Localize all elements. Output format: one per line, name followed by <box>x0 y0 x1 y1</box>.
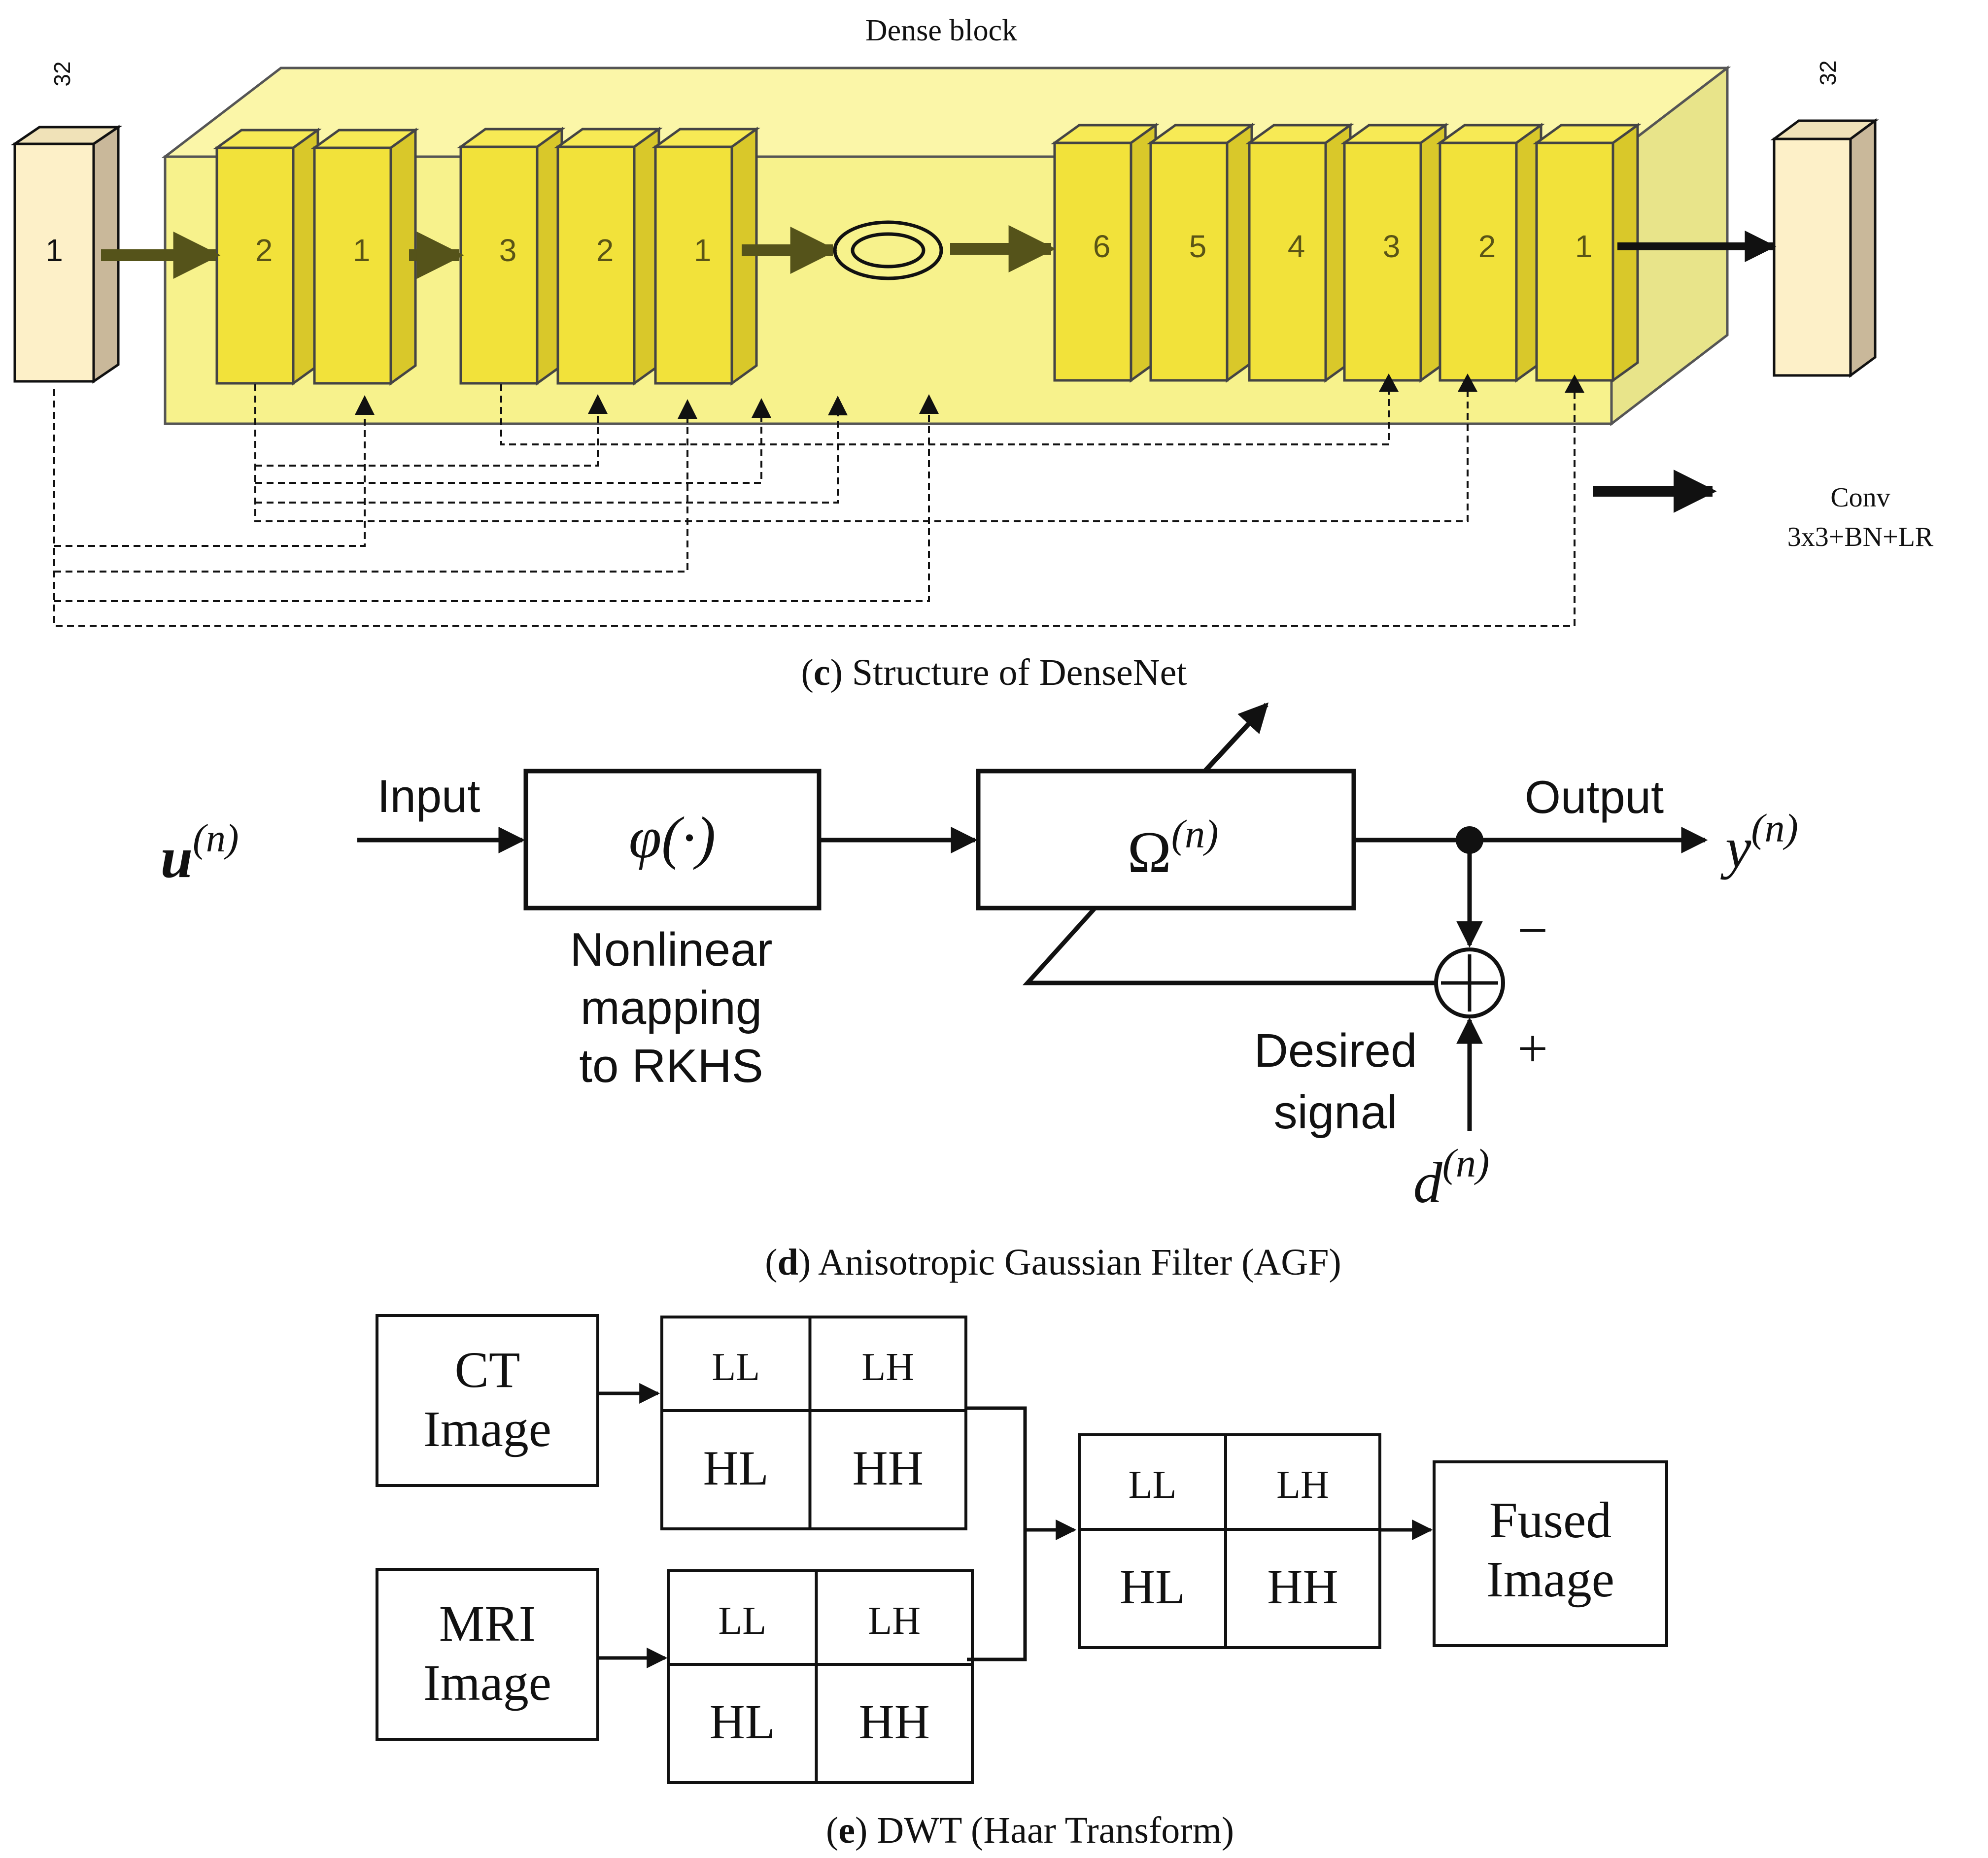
output-tensor: 32 <box>1770 60 1879 378</box>
subband-label: LL <box>1129 1463 1177 1507</box>
plus-sign: + <box>1517 1018 1548 1079</box>
subband-label: HH <box>859 1694 930 1749</box>
input-channels-label: 32 <box>49 61 75 86</box>
mri-image-box <box>376 1568 599 1741</box>
mapping-line-1: Nonlinear <box>570 923 773 976</box>
ct-image-box <box>376 1314 599 1487</box>
subband-label: LL <box>718 1599 766 1643</box>
ct-merge-line <box>967 1406 1027 1661</box>
ct-line-2: Image <box>423 1401 551 1457</box>
dwt-arrows <box>598 1383 1433 1668</box>
subband-label: HL <box>703 1441 769 1495</box>
conv-legend: Conv 3x3+BN+LR <box>1593 470 1934 552</box>
dense-layer-3-3: 4 <box>1245 123 1354 383</box>
input-label: Input <box>377 770 480 822</box>
dense-layers: 2 1 3 2 1 6 5 4 3 2 1 <box>213 123 1642 386</box>
mapping-line-3: to RKHS <box>579 1040 763 1092</box>
subband-label: HH <box>853 1441 924 1495</box>
skip-connection-arrowheads <box>355 373 1584 419</box>
phi-label: φ(·) <box>629 805 716 870</box>
dense-skip-connections <box>53 384 1576 627</box>
dense-layer-3-2: 5 <box>1147 123 1256 383</box>
output-channels-label: 32 <box>1815 60 1841 85</box>
subband-label: LH <box>1276 1463 1329 1507</box>
dense-layer-label: 1 <box>353 233 371 268</box>
mri-line-1: MRI <box>439 1595 536 1652</box>
output-label: Output <box>1525 771 1664 823</box>
caption-d: (d) Anisotropic Gaussian Filter (AGF) <box>765 1242 1341 1283</box>
caption-c: (c) Structure of DenseNet <box>801 652 1187 693</box>
dense-layer-2-2: 2 <box>554 127 663 386</box>
dense-layer-label: 3 <box>1383 229 1401 264</box>
output-variable: y(n) <box>1720 806 1798 880</box>
dense-layer-3-5: 2 <box>1436 123 1545 383</box>
desired-variable: d(n) <box>1413 1141 1490 1215</box>
ct-subbands: LL LH HL HH <box>660 1316 967 1530</box>
dense-layer-label: 1 <box>694 233 712 268</box>
error-feedback-line <box>1022 906 1436 985</box>
desired-line-2: signal <box>1274 1086 1398 1139</box>
mri-subbands: LL LH HL HH <box>667 1569 974 1784</box>
caption-e: (e) DWT (Haar Transform) <box>826 1810 1234 1851</box>
mri-line-2: Image <box>423 1655 551 1711</box>
ellipsis-icon-inner <box>851 232 925 269</box>
dense-layer-label: 6 <box>1093 229 1111 264</box>
dense-layer-label: 4 <box>1288 229 1305 264</box>
dense-layer-1-2: 1 <box>310 128 419 386</box>
dense-layer-label: 2 <box>1478 229 1496 264</box>
conv-legend-line2: 3x3+BN+LR <box>1787 522 1934 552</box>
fused-line-2: Image <box>1486 1551 1614 1608</box>
fused-line-1: Fused <box>1489 1492 1611 1549</box>
ct-line-1: CT <box>455 1342 520 1398</box>
desired-line-1: Desired <box>1254 1024 1417 1077</box>
dense-layer-label: 2 <box>255 233 273 268</box>
dense-layer-label: 1 <box>1575 229 1593 264</box>
ellipsis-icon <box>833 220 943 280</box>
dense-layer-2-1: 3 <box>457 127 566 386</box>
omega-label: Ω(n) <box>1128 811 1219 885</box>
dense-layer-label: 2 <box>596 233 614 268</box>
subband-label: LL <box>712 1346 760 1389</box>
dense-block-title: Dense block <box>865 14 1017 47</box>
dense-layer-2-3: 1 <box>651 127 760 386</box>
input-tensor: 1 32 <box>10 61 123 384</box>
fused-subbands: LL LH HL HH <box>1078 1433 1381 1649</box>
subband-label: LH <box>868 1599 921 1643</box>
mapping-line-2: mapping <box>581 981 762 1034</box>
subband-label: HL <box>710 1694 775 1749</box>
dense-layer-3-6: 1 <box>1533 123 1642 383</box>
dense-layer-label: 3 <box>499 233 517 268</box>
dense-layer-1-1: 2 <box>213 128 322 386</box>
phi-mapping-box <box>523 769 822 911</box>
panel-d-agf: u(n) Input φ(·) Nonlinear mapping to RKH… <box>161 702 1798 1283</box>
dense-flow-arrows <box>101 220 1777 280</box>
subband-label: LH <box>861 1346 914 1389</box>
omega-filter-box <box>976 769 1356 911</box>
dense-layer-3-1: 6 <box>1051 123 1160 383</box>
dense-layer-label: 5 <box>1189 229 1207 264</box>
dense-layer-3-4: 3 <box>1340 123 1449 383</box>
conv-legend-line1: Conv <box>1830 482 1890 513</box>
subband-label: HL <box>1120 1559 1185 1614</box>
subband-grids: LL LH HL HH LL LH HL HH LL LH HL HH <box>660 1316 1381 1784</box>
adaptation-arrow <box>1203 702 1269 773</box>
minus-sign: − <box>1517 900 1548 960</box>
subband-label: HH <box>1267 1559 1338 1614</box>
fused-image-box <box>1433 1460 1668 1647</box>
input-variable: u(n) <box>161 817 239 890</box>
input-layer-label: 1 <box>45 233 63 268</box>
